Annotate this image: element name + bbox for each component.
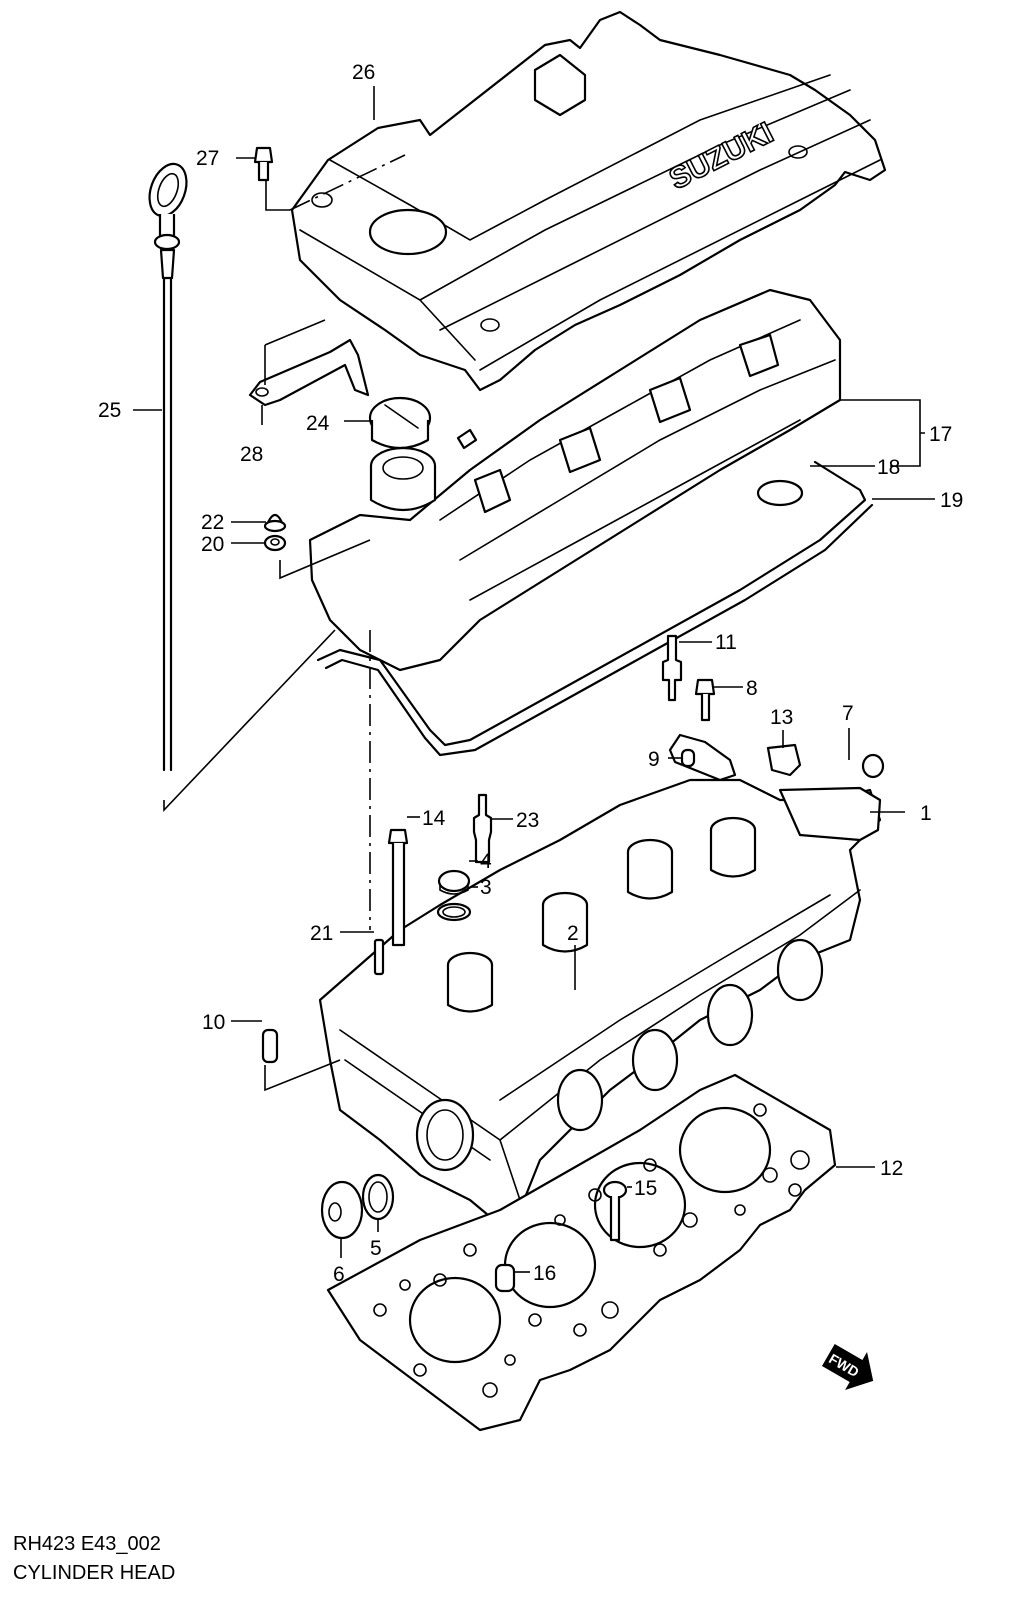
washer-20: [263, 534, 287, 552]
callout-4: 4: [480, 850, 492, 873]
bolt-8: [694, 678, 716, 722]
diagram-title: CYLINDER HEAD: [13, 1562, 176, 1584]
bolt-27: [253, 146, 274, 182]
callout-19: 19: [940, 489, 963, 512]
callout-11: 11: [715, 631, 737, 654]
oil-dipstick: [148, 162, 188, 772]
seal-13: [766, 743, 802, 777]
cover-gasket: [316, 460, 874, 757]
leader-lines: [133, 86, 935, 1273]
engine-cover: SUZUKI: [290, 10, 887, 392]
plug-7: [861, 753, 885, 779]
fwd-direction-arrow: FWD: [821, 1343, 874, 1391]
stud-21: [373, 938, 385, 976]
callout-24: 24: [306, 412, 330, 435]
callout-labels: 26 27 25 28 24 17 18 19 22 20 11 8 13 7 …: [98, 61, 963, 1286]
callout-2: 2: [567, 922, 579, 945]
callout-25: 25: [98, 399, 121, 422]
callout-26: 26: [352, 61, 375, 84]
dowel-16: [494, 1263, 516, 1293]
cap-nut-22: [263, 513, 287, 533]
oil-seal-5: [361, 1173, 395, 1221]
bracket: [248, 338, 370, 407]
callout-13: 13: [770, 706, 793, 729]
callout-12: 12: [880, 1157, 903, 1180]
cylinder-head: [318, 778, 882, 1227]
plug-6: [320, 1180, 364, 1240]
o-ring-3: [436, 902, 472, 922]
diagram-code: RH423 E43_002: [13, 1533, 161, 1555]
callout-22: 22: [201, 511, 224, 534]
callout-16: 16: [533, 1262, 556, 1285]
callout-15: 15: [634, 1177, 657, 1200]
cylinder-head-cover: [308, 288, 842, 672]
callout-23: 23: [516, 809, 539, 832]
cam-cap: [668, 733, 737, 782]
callout-18: 18: [877, 456, 900, 479]
callout-3: 3: [480, 876, 492, 899]
bolt-15: [602, 1180, 628, 1242]
callout-17: 17: [929, 423, 952, 446]
callout-21: 21: [310, 922, 333, 945]
callout-10: 10: [202, 1011, 225, 1034]
callout-9: 9: [648, 748, 660, 771]
plug-4: [437, 869, 471, 895]
head-gasket: [326, 1073, 837, 1432]
stud-11: [661, 634, 683, 702]
callout-8: 8: [746, 677, 758, 700]
callout-28: 28: [240, 443, 263, 466]
callout-14: 14: [422, 807, 446, 830]
spark-plug-23: [472, 793, 493, 864]
pin-9: [680, 748, 696, 768]
callout-1: 1: [920, 802, 932, 825]
callout-7: 7: [842, 702, 854, 725]
callout-5: 5: [370, 1237, 382, 1260]
callout-20: 20: [201, 533, 224, 556]
callout-6: 6: [333, 1263, 345, 1286]
callout-27: 27: [196, 147, 219, 170]
bolt-14: [387, 828, 409, 947]
oil-filler-cap: [368, 396, 432, 450]
dowel-10: [261, 1028, 279, 1064]
